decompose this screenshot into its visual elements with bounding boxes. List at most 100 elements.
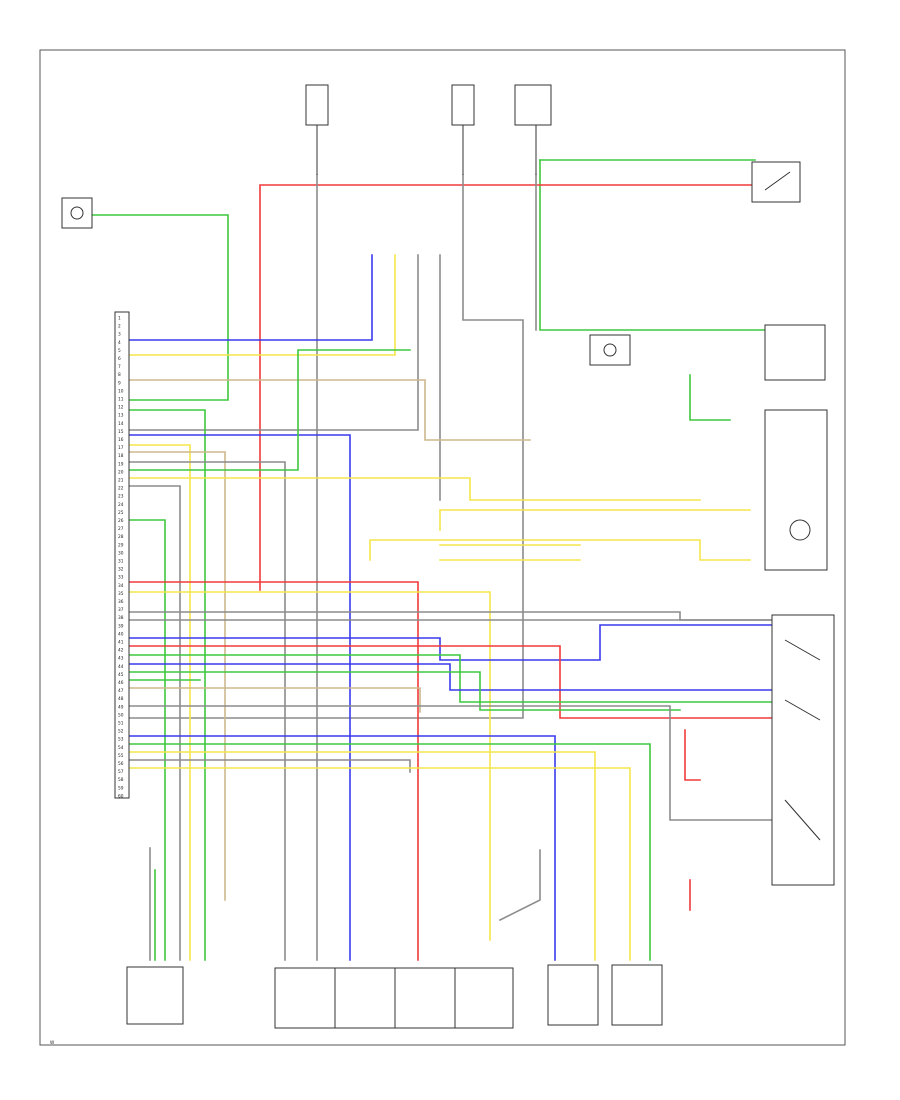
tcm-pin-9: 9: [118, 380, 121, 386]
tcm-pin-22: 22: [118, 486, 124, 492]
tcm-block: 1234567891011121314151617181920212223242…: [114, 311, 130, 800]
wire-green-14: [128, 409, 206, 961]
tcm-pin-40: 40: [118, 631, 124, 637]
wire-yellow-26: [369, 539, 751, 561]
wire-green-1: [91, 214, 229, 401]
tcm-pin-19: 19: [118, 461, 124, 467]
wire-tan-37: [128, 687, 421, 713]
tcm-pin-35: 35: [118, 591, 124, 597]
tcm-pin-33: 33: [118, 575, 124, 581]
tcm-pin-46: 46: [118, 680, 124, 686]
tcm-connector: [114, 311, 130, 799]
wire-blue-31: [128, 624, 773, 661]
tcm-pin-36: 36: [118, 599, 124, 605]
wire-green-40: [128, 743, 651, 961]
tcm-pin-16: 16: [118, 437, 124, 443]
tcm-pin-13: 13: [118, 413, 124, 419]
top-right-switch: [751, 161, 801, 203]
tcm-pin-20: 20: [118, 469, 124, 475]
tcm-pin-34: 34: [118, 583, 124, 589]
wire-red-27: [128, 581, 419, 961]
wire-yellow-20: [128, 477, 701, 501]
tcm-pin-2: 2: [118, 324, 121, 330]
tcm-pin-11: 11: [118, 397, 124, 403]
wire-blue-8: [128, 254, 373, 341]
tcm-pin-44: 44: [118, 664, 124, 670]
throttle-position-sensor: [61, 197, 93, 229]
bottom-left-sensor: [126, 966, 184, 1025]
tcm-pin-7: 7: [118, 364, 121, 370]
wire-gray-46: [498, 849, 541, 922]
tcm-pin-25: 25: [118, 510, 124, 516]
wire-group: [91, 159, 781, 961]
wire-gray-21: [128, 485, 181, 961]
wire-gray-42: [128, 759, 411, 773]
tcm-pin-18: 18: [118, 453, 124, 459]
top-fuse-left: [305, 84, 329, 175]
tcm-pin-28: 28: [118, 534, 124, 540]
wire-blue-39: [128, 735, 556, 961]
tcm-pin-29: 29: [118, 542, 124, 548]
tcm-pin-27: 27: [118, 526, 124, 532]
solenoid-block: [274, 967, 514, 1029]
tcm-pin-5: 5: [118, 348, 121, 354]
tcm-pin-10: 10: [118, 388, 124, 394]
tcm-pin-58: 58: [118, 777, 124, 783]
right-switch-box: [764, 324, 826, 381]
tcm-pin-48: 48: [118, 696, 124, 702]
wire-yellow-43: [128, 767, 631, 961]
transmission-range-switch: [771, 614, 835, 886]
tcm-pin-23: 23: [118, 494, 124, 500]
tcm-pin-45: 45: [118, 672, 124, 678]
wire-blue-15: [128, 434, 351, 961]
wire-tan-17: [128, 451, 226, 901]
tcm-pin-43: 43: [118, 656, 124, 662]
tcm-pin-labels: 1234567891011121314151617181920212223242…: [118, 316, 124, 800]
tcm-pin-26: 26: [118, 518, 124, 524]
bottom-right-sensors: [547, 964, 663, 1026]
wire-green-19: [128, 349, 411, 471]
tcm-pin-37: 37: [118, 607, 124, 613]
wire-green-33: [128, 654, 773, 703]
tcm-pin-59: 59: [118, 785, 124, 791]
tcm-pin-53: 53: [118, 737, 124, 743]
tcm-pin-15: 15: [118, 429, 124, 435]
wire-gray-6: [128, 174, 524, 719]
tcm-pin-49: 49: [118, 704, 124, 710]
tcm-pin-4: 4: [118, 340, 121, 346]
tcm-pin-54: 54: [118, 745, 124, 751]
tcm-pin-57: 57: [118, 769, 124, 775]
wire-green-22: [128, 519, 166, 961]
wire-gray-18: [128, 461, 286, 961]
wire-red-32: [128, 645, 773, 719]
tcm-pin-24: 24: [118, 502, 124, 508]
tcm-pin-32: 32: [118, 567, 124, 573]
diagram-frame: [39, 49, 846, 1046]
tcm-pin-55: 55: [118, 753, 124, 759]
tcm-pin-51: 51: [118, 721, 124, 727]
relay-box: [589, 334, 631, 366]
wire-gray-38: [128, 705, 773, 821]
wire-green-35: [128, 671, 681, 711]
tcm-pin-56: 56: [118, 761, 124, 767]
tcm-pin-8: 8: [118, 372, 121, 378]
wire-yellow-28: [128, 591, 491, 941]
tcm-pin-17: 17: [118, 445, 124, 451]
tcm-pin-38: 38: [118, 615, 124, 621]
tcm-pin-3: 3: [118, 332, 121, 338]
tcm-pin-21: 21: [118, 478, 124, 484]
wire-tan-12: [128, 379, 531, 441]
wire-green-2: [539, 159, 766, 331]
tcm-pin-30: 30: [118, 550, 124, 556]
wire-green-13: [689, 374, 731, 421]
tcm-pin-6: 6: [118, 356, 121, 362]
wire-gray-10: [128, 254, 419, 431]
wire-red-4: [259, 184, 756, 591]
wire-yellow-23: [439, 509, 751, 531]
tcm-pin-39: 39: [118, 623, 124, 629]
tcm-pin-41: 41: [118, 640, 124, 646]
instrument-cluster: [764, 409, 828, 571]
tcm-pin-60: 60: [118, 793, 124, 799]
wire-yellow-9: [128, 254, 396, 356]
